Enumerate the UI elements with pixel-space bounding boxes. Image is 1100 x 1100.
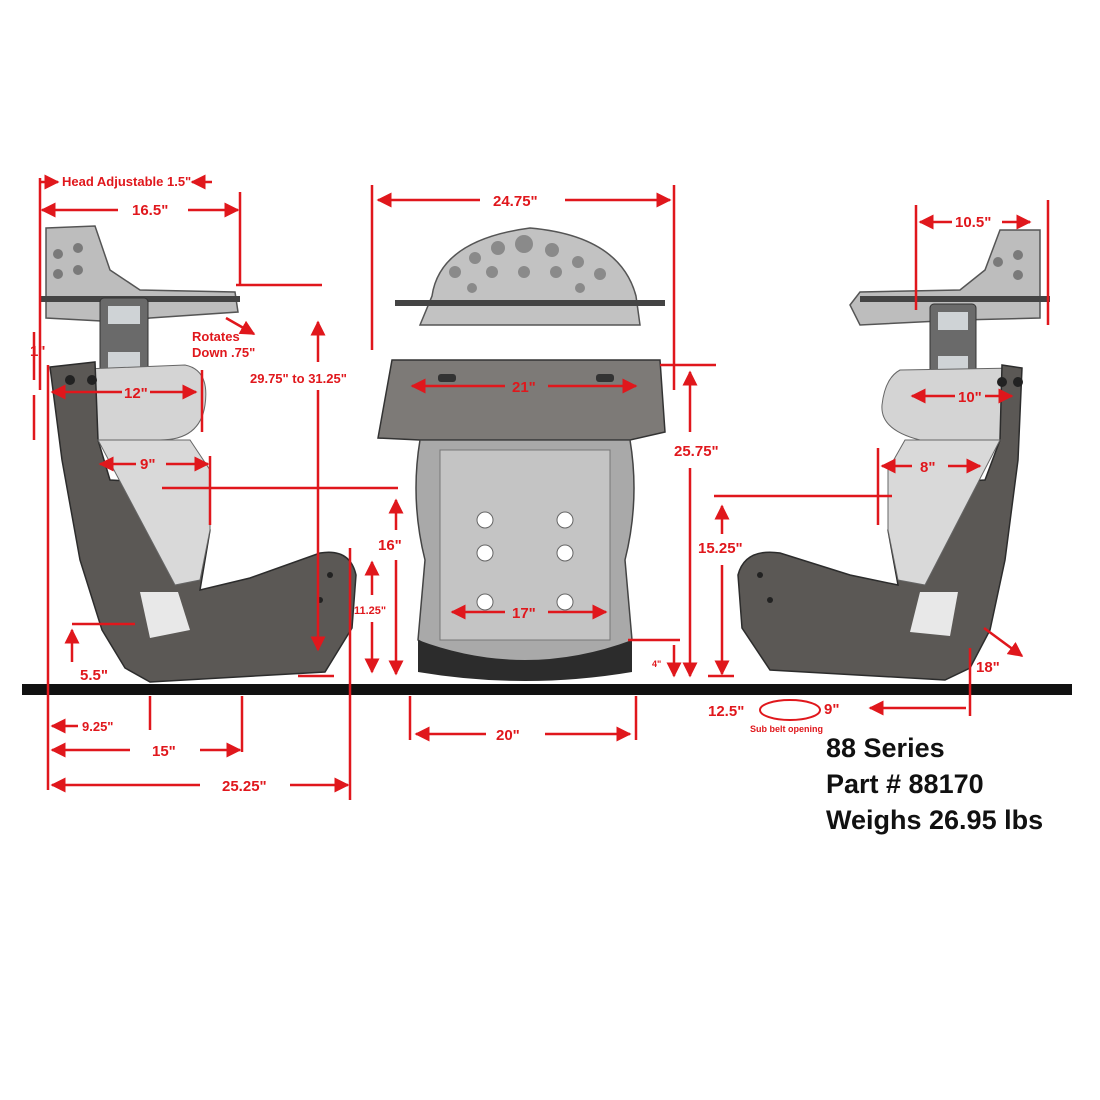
label-sub-belt-9: 9" bbox=[824, 701, 839, 718]
label-rotates-down: Down .75" bbox=[192, 345, 255, 360]
label-left-12: 12" bbox=[124, 385, 148, 402]
label-right-8: 8" bbox=[920, 459, 935, 476]
label-sub-belt-12-5: 12.5" bbox=[708, 703, 744, 720]
label-center-20: 20" bbox=[496, 727, 520, 744]
label-left-1in: 1" bbox=[30, 343, 45, 360]
floor-line bbox=[22, 684, 1072, 695]
label-center-17: 17" bbox=[512, 605, 536, 622]
label-left-15: 15" bbox=[152, 743, 176, 760]
sub-belt-opening bbox=[759, 699, 821, 721]
label-left-9-25: 9.25" bbox=[82, 719, 113, 734]
label-center-4: 4" bbox=[652, 659, 661, 669]
label-sub-belt-opening: Sub belt opening bbox=[750, 724, 823, 734]
label-right-25-75: 25.75" bbox=[674, 443, 719, 460]
label-right-15-25: 15.25" bbox=[698, 540, 743, 557]
right-side-seat bbox=[737, 229, 1050, 681]
label-left-11-25: 11.25" bbox=[354, 605, 386, 617]
dimension-lines bbox=[32, 174, 1050, 800]
center-front-seat bbox=[377, 227, 666, 681]
label-right-18: 18" bbox=[976, 659, 1000, 676]
spec-part-number: Part # 88170 bbox=[826, 769, 984, 799]
label-rotates: Rotates bbox=[192, 329, 240, 344]
label-center-21: 21" bbox=[512, 379, 536, 396]
label-left-25-25: 25.25" bbox=[222, 778, 267, 795]
left-side-seat bbox=[40, 225, 357, 683]
spec-weight: Weighs 26.95 lbs bbox=[826, 805, 1044, 835]
label-head-adjustable: Head Adjustable 1.5" bbox=[62, 174, 191, 189]
label-left-16: 16" bbox=[378, 537, 402, 554]
spec-series: 88 Series bbox=[826, 733, 945, 763]
label-height-range: 29.75" to 31.25" bbox=[250, 371, 347, 386]
label-left-9: 9" bbox=[140, 456, 155, 473]
dimension-labels: Head Adjustable 1.5" 16.5" Rotates Down … bbox=[30, 174, 1000, 795]
label-left-5-5: 5.5" bbox=[80, 667, 108, 684]
label-right-10: 10" bbox=[958, 389, 982, 406]
label-left-top-width: 16.5" bbox=[132, 202, 168, 219]
label-center-top: 24.75" bbox=[493, 193, 538, 210]
label-right-10-5: 10.5" bbox=[955, 214, 991, 231]
